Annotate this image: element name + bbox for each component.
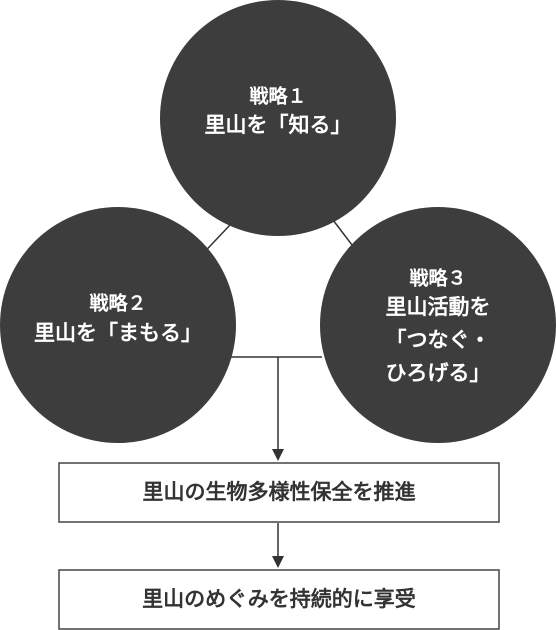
- outcome-box-text: 里山のめぐみを持続的に享受: [142, 587, 416, 611]
- goal-box-frame: [58, 462, 500, 523]
- outcome-box-frame: [58, 569, 500, 630]
- strategy2-text-line1: 里山を「まもる」: [34, 321, 202, 345]
- strategy2-node: 戦略２ 里山を「まもる」: [0, 207, 236, 443]
- outcome-box: 里山のめぐみを持続的に享受: [58, 569, 500, 630]
- strategy1-text-line1: 里山を「知る」: [205, 113, 352, 137]
- arrow-to-outcome-head: [272, 556, 284, 568]
- strategy2-circle: [0, 207, 236, 443]
- strategy3-text-line1: 里山活動を: [386, 295, 491, 319]
- strategy3-circle: [320, 207, 556, 443]
- strategy1-label: 戦略１: [249, 85, 306, 108]
- strategy3-node: 戦略３ 里山活動を 「つなぐ・ ひろげる」: [320, 207, 556, 443]
- strategy3-text-line3: ひろげる」: [386, 361, 491, 385]
- goal-box: 里山の生物多様性保全を推進: [58, 462, 500, 523]
- strategy1-circle: [160, 0, 396, 236]
- strategy3-label: 戦略３: [409, 267, 466, 290]
- strategy2-label: 戦略２: [89, 292, 146, 315]
- arrow-to-goal-head: [272, 449, 284, 461]
- goal-box-text: 里山の生物多様性保全を推進: [143, 480, 416, 504]
- strategy1-node: 戦略１ 里山を「知る」: [160, 0, 396, 236]
- strategy3-text-line2: 「つなぐ・: [386, 328, 491, 352]
